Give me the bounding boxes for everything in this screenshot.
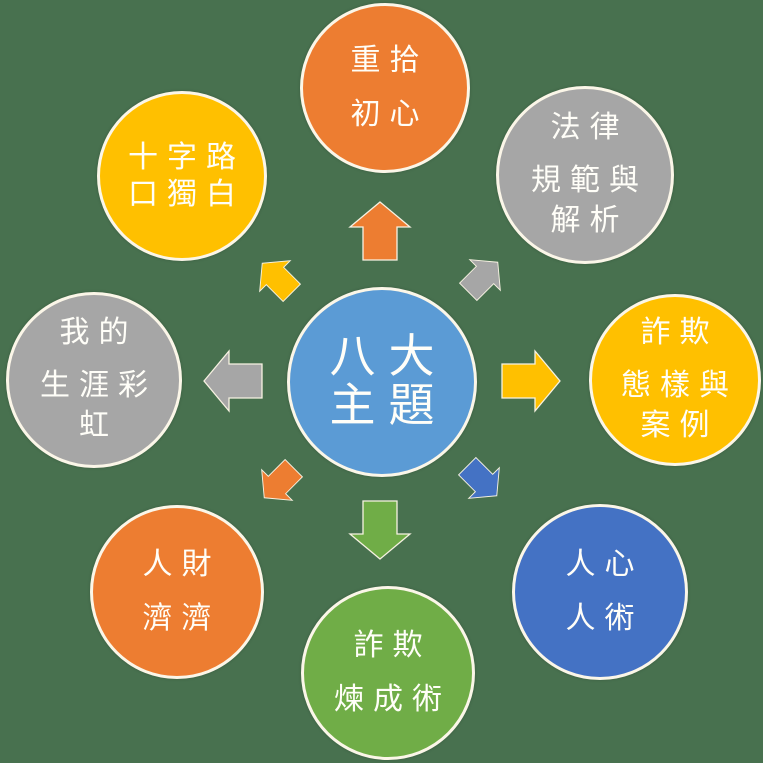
center-hub-line: 八大 [329,331,448,383]
topic-circle-northeast: 法律 規範與 解析 [496,86,674,264]
topic-label-line: 口獨白 [128,178,245,211]
topic-label-line: 十字路 [128,140,245,174]
topic-label-line: 人財 [142,547,221,581]
arrow-right-icon [501,349,561,413]
topic-label-line: 濟濟 [142,602,221,635]
topic-label-line: 初心 [350,98,429,131]
center-hub-line: 主題 [329,380,448,431]
topic-label-line: 法律 [550,111,629,145]
topic-label-line: 生涯彩 [40,368,157,402]
arrow-up-right-icon [452,246,514,308]
topic-circle-northwest: 十字路 口獨白 [97,91,267,261]
topic-circle-west: 我的 生涯彩 虹 [6,292,182,468]
arrow-up-left-icon [246,247,308,309]
arrow-down-left-icon [248,452,310,514]
arrow-down-right-icon [451,450,513,512]
topic-label-line: 虹 [79,409,118,443]
arrow-up-icon [348,201,412,261]
topic-label-line: 規範與 [531,163,648,197]
topic-label-line: 我的 [59,316,138,350]
topic-label-line: 人心 [565,547,644,581]
topic-circle-southeast: 人心 人術 [512,504,688,680]
topic-label-line: 案例 [640,409,719,443]
topic-label-line: 詐欺 [353,628,432,662]
center-hub-circle: 八大 主題 [287,287,477,477]
topic-label-line: 詐欺 [640,316,719,350]
topic-circle-north: 重拾 初心 [300,3,470,173]
topic-circle-south: 詐欺 煉成術 [301,586,475,760]
topic-label-line: 重拾 [350,43,429,77]
arrow-left-icon [203,349,263,413]
topic-circle-southwest: 人財 濟濟 [90,505,264,679]
topic-label-line: 解析 [550,204,629,238]
arrow-down-icon [348,500,412,560]
topic-circle-east: 詐欺 態樣與 案例 [589,294,761,466]
topic-label-line: 人術 [565,602,644,635]
topic-label-line: 煉成術 [334,683,451,716]
topic-label-line: 態樣與 [621,368,738,402]
